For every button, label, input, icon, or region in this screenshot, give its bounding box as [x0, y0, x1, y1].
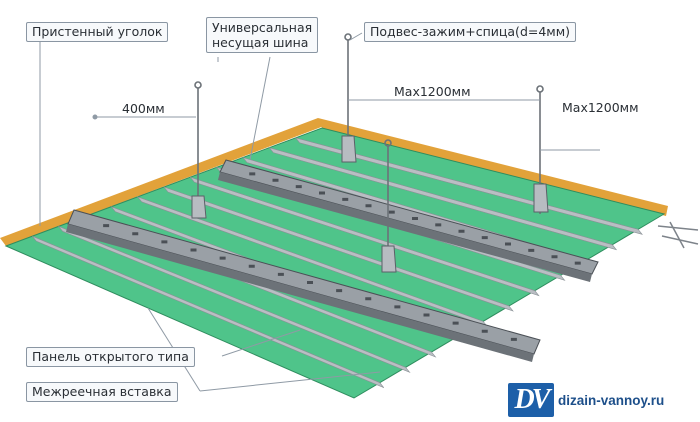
label-panel: Панель открытого типа — [26, 347, 195, 367]
rail-slot — [423, 313, 430, 317]
carrier-rail-back — [218, 159, 599, 282]
insert-strip — [57, 225, 411, 374]
rail-slot — [510, 337, 517, 341]
brand-logo: DV — [508, 383, 554, 417]
insert-strip — [189, 176, 540, 297]
rail-slot — [412, 217, 418, 220]
rail-slot — [574, 261, 581, 265]
rail-slot — [505, 242, 511, 246]
insert-strip — [294, 137, 643, 235]
label-wall-angle: Пристенный уголок — [26, 22, 169, 42]
dimension-max1200-b: Max1200мм — [562, 100, 639, 115]
rail-slot — [319, 191, 325, 195]
label-insert: Межреечная вставка — [26, 382, 178, 402]
site-watermark: DV dizain-vannoy.ru — [508, 382, 698, 418]
brand-site: dizain-vannoy.ru — [558, 392, 665, 408]
rail-slot — [365, 204, 372, 208]
rail-slot — [551, 255, 558, 259]
rail-slot — [481, 329, 488, 333]
rail-slot — [307, 281, 313, 284]
rail-slot — [452, 321, 459, 325]
rail-slot — [435, 223, 442, 227]
rail-slot — [248, 264, 255, 268]
rail-slot — [249, 172, 256, 176]
rail-slots — [103, 172, 581, 341]
rail-slot — [219, 256, 226, 260]
rail-slot — [365, 297, 372, 301]
insert-strip — [32, 235, 385, 388]
rail-slot — [277, 272, 284, 276]
rail-slot — [458, 229, 465, 233]
dimension-lines — [92, 99, 600, 151]
rail-slot — [190, 248, 197, 252]
rail-slot — [342, 197, 349, 201]
rail-slot — [388, 210, 395, 214]
hanger-clamps — [191, 135, 549, 273]
dimension-max1200-a: Max1200мм — [394, 84, 471, 99]
edge-bracket — [657, 221, 699, 249]
rail-slot — [528, 248, 535, 252]
rail-slot — [161, 240, 168, 244]
label-carrier-rail: Универсальная несущая шина — [206, 17, 319, 53]
rail-slot — [394, 305, 401, 309]
rail-slot — [295, 185, 302, 189]
label-hanger: Подвес-зажим+спица(d=4мм) — [364, 22, 577, 42]
label-carrier-rail-line1: Универсальная — [212, 20, 313, 35]
rail-slot — [103, 224, 110, 228]
rail-slot — [481, 236, 488, 240]
rail-slot — [132, 232, 139, 236]
rail-slot — [336, 289, 343, 293]
label-carrier-rail-line2: несущая шина — [212, 35, 309, 50]
carrier-rail-front — [66, 209, 541, 362]
insert-strip — [268, 147, 618, 251]
rail-slot — [272, 178, 279, 182]
dimension-400: 400мм — [122, 101, 165, 116]
